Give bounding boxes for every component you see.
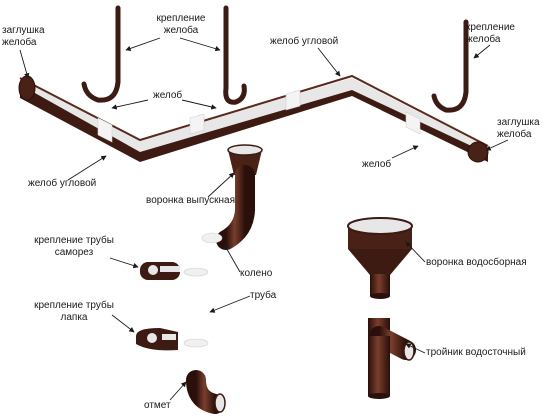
leader-lines	[19, 37, 509, 401]
gutter-cap-left	[18, 75, 36, 101]
label-collector-funnel: воронка водосборная	[426, 257, 527, 268]
label-gutter-right: желоб	[362, 159, 392, 170]
gutter-run	[18, 74, 489, 163]
outlet-shoe-mouth	[214, 393, 226, 413]
label-gutter-corner-bottom: желоб угловой	[28, 178, 97, 189]
pipe-clamp-lug-part	[136, 328, 178, 351]
elbow-upper	[216, 165, 255, 250]
label-pipe: труба	[250, 290, 277, 301]
label-outlet: отмет	[144, 400, 171, 411]
label-outlet-funnel: воронка выпускная	[146, 195, 236, 206]
outlet-funnel-rim	[227, 144, 263, 156]
gutter-bracket-2	[223, 5, 247, 105]
gutter-joint	[97, 117, 113, 143]
tee-part	[368, 318, 416, 399]
outlet-funnel-shape	[228, 150, 262, 175]
gutter-cap-right	[467, 141, 489, 163]
gutter-bracket-3	[431, 19, 469, 113]
pipe-coupling	[183, 267, 209, 277]
gutter-bracket-1	[81, 5, 121, 103]
gutter-joint	[405, 111, 421, 135]
label-tee: тройник водосточный	[426, 347, 526, 358]
downpipe-assembly	[183, 144, 263, 414]
label-cap-left: заглушка желоба	[2, 25, 45, 48]
gutter-inner	[22, 78, 486, 152]
label-bracket-right: крепление желоба	[466, 22, 515, 45]
gutter-brackets	[81, 5, 469, 113]
label-elbow: колено	[240, 268, 273, 279]
gutter-lip	[19, 74, 489, 147]
pipe-clamp-screw-part	[140, 262, 180, 280]
label-gutter-mid: желоб	[153, 90, 183, 101]
outlet-shoe	[186, 370, 225, 414]
label-bracket-top: крепление желоба	[156, 13, 206, 36]
gutter-body	[20, 82, 488, 162]
label-gutter-corner-top: желоб угловой	[270, 36, 339, 47]
gutter-joint	[189, 113, 205, 135]
label-cap-right: заглушка желоба	[497, 117, 540, 140]
gutter-joint	[285, 89, 301, 111]
label-pipe-clamp-lug: крепление трубы лапка	[34, 300, 114, 323]
collector-funnel-part	[347, 217, 413, 299]
label-pipe-clamp-screw: крепление трубы саморез	[34, 235, 114, 258]
pipe-coupling	[183, 338, 209, 348]
